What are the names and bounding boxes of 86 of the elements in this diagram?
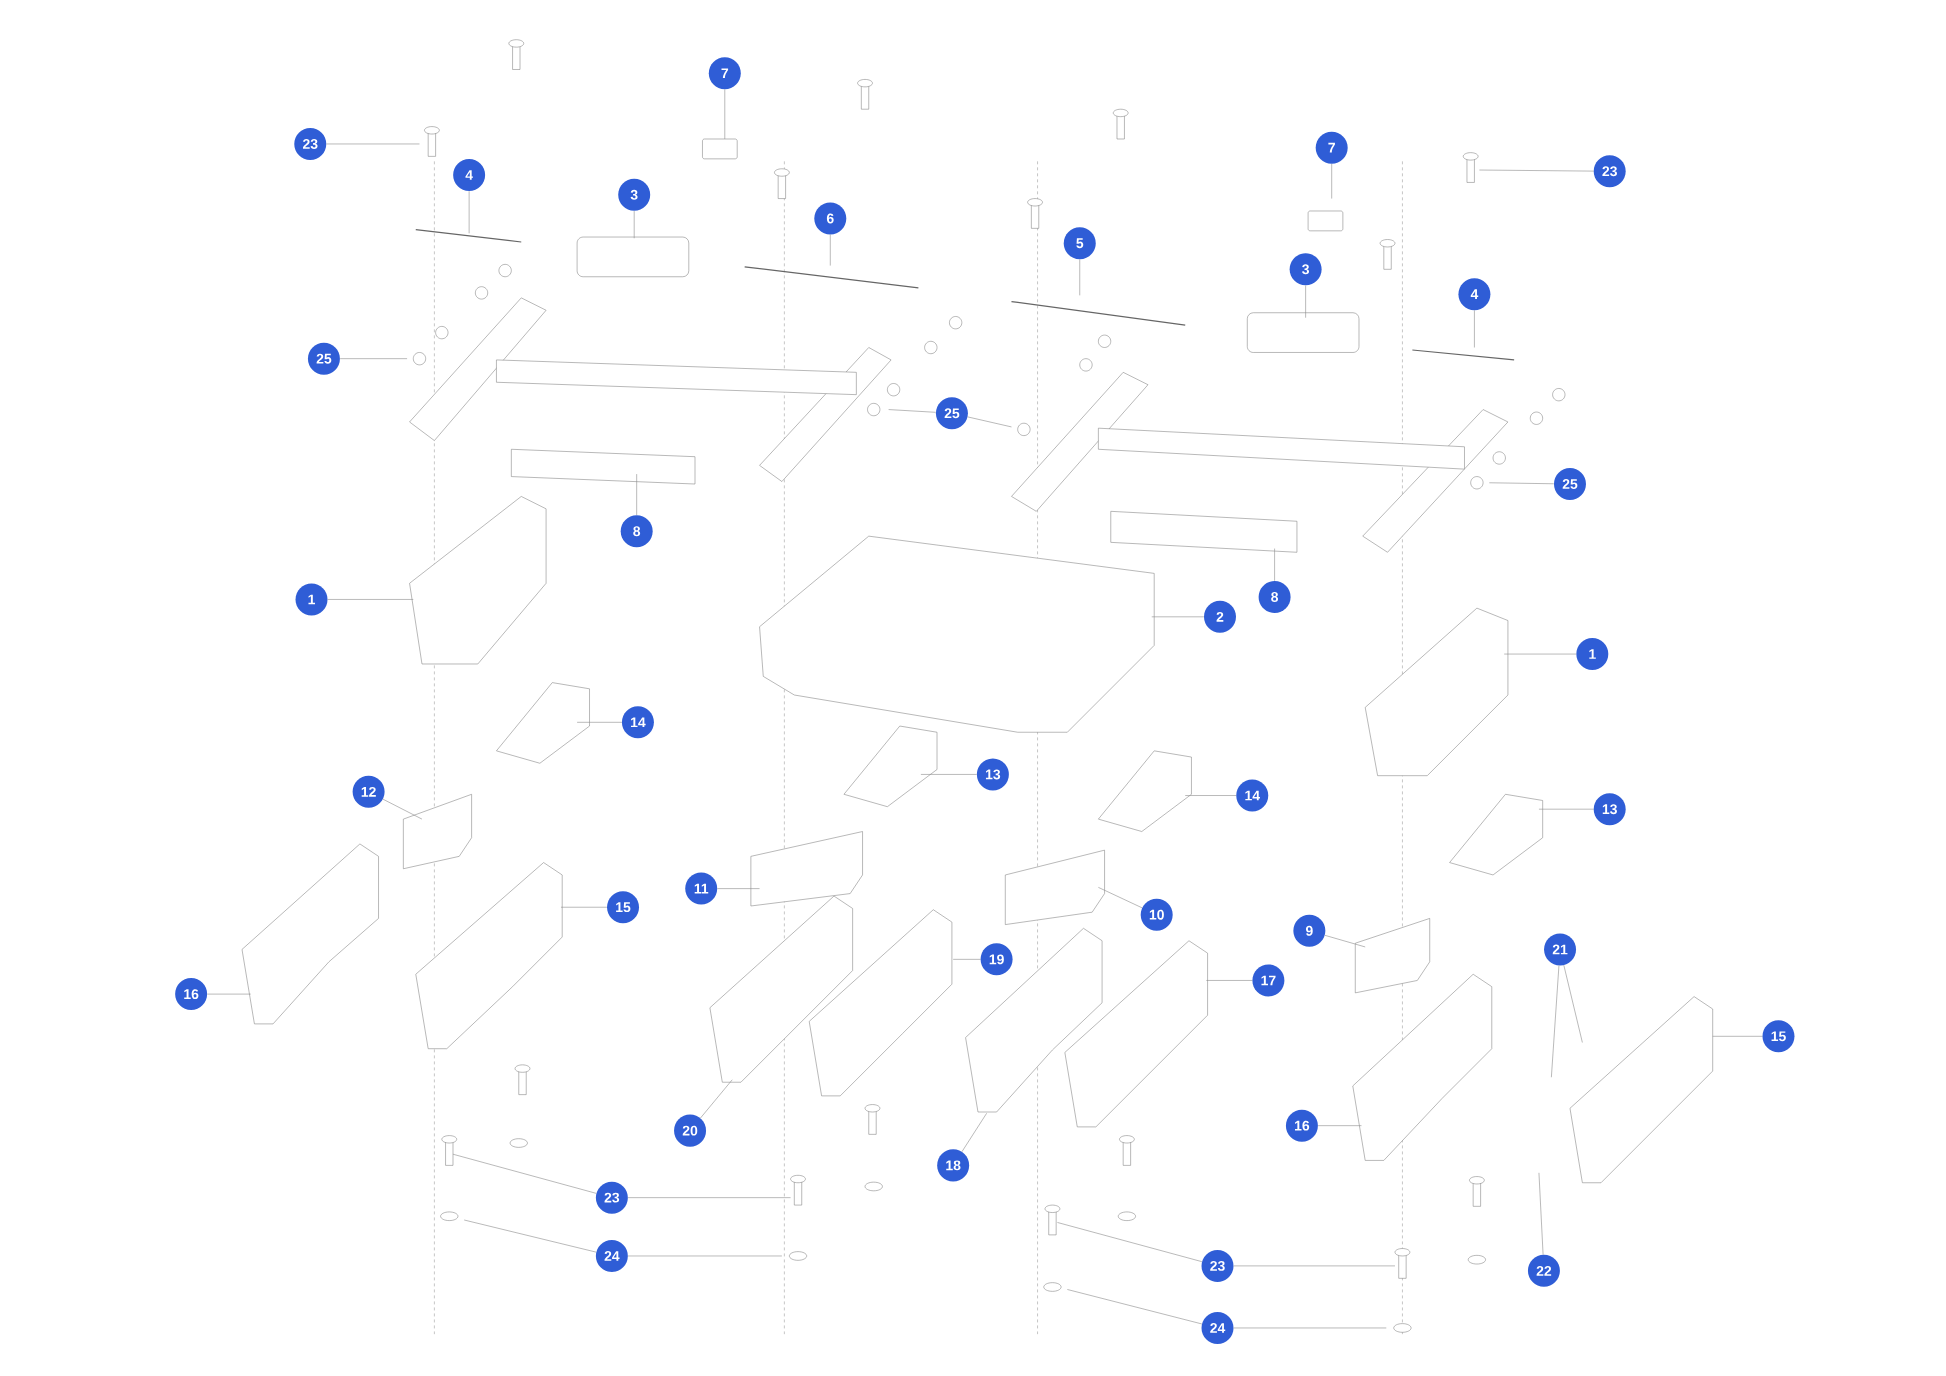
- leader-line: [452, 1153, 597, 1194]
- callout-number: 11: [685, 872, 718, 905]
- callout-number: 24: [1201, 1311, 1234, 1344]
- callout-number: 13: [1593, 793, 1626, 825]
- leader-line: [830, 234, 831, 266]
- leader-line: [576, 721, 622, 723]
- callout-number: 18: [937, 1149, 970, 1182]
- leader-line: [468, 190, 470, 234]
- leader-line: [1206, 980, 1253, 981]
- callout-number: 7: [708, 57, 741, 90]
- callout-number: 5: [1063, 227, 1096, 260]
- callout-number: 15: [1762, 1020, 1795, 1053]
- callout-number: 6: [814, 202, 847, 235]
- callout-number: 12: [352, 775, 385, 808]
- callout-number: 15: [607, 891, 640, 924]
- leader-line: [1079, 258, 1081, 296]
- callout-number: 8: [1258, 580, 1291, 613]
- callout-number: 17: [1252, 964, 1285, 997]
- callout-number: 23: [1593, 155, 1626, 188]
- leader-line: [1538, 1172, 1544, 1255]
- leader-line: [326, 143, 420, 145]
- leader-line: [1274, 548, 1275, 581]
- callout-number: 4: [1458, 277, 1491, 310]
- leader-line: [382, 798, 423, 820]
- leader-line: [1331, 163, 1332, 199]
- leader-line: [207, 993, 251, 995]
- callout-number: 25: [935, 397, 968, 430]
- callout-number: 22: [1527, 1254, 1560, 1287]
- callout-number: 2: [1204, 600, 1236, 633]
- callout-number: 14: [1236, 779, 1269, 812]
- callout-number: 7: [1315, 131, 1348, 164]
- leader-line: [636, 473, 637, 516]
- leader-line: [627, 1197, 791, 1198]
- leader-line: [1563, 964, 1583, 1043]
- leader-line: [1479, 169, 1594, 172]
- callout-number: 19: [980, 943, 1013, 976]
- callout-number: 9: [1293, 914, 1326, 947]
- callout-number: 13: [976, 758, 1009, 791]
- leader-line: [1712, 1035, 1763, 1037]
- leader-line: [633, 210, 635, 239]
- callout-number: 1: [295, 583, 328, 616]
- callout-number: 23: [294, 127, 327, 160]
- leader-line: [1551, 965, 1560, 1078]
- leader-line: [1305, 285, 1306, 318]
- leader-line: [961, 1112, 987, 1152]
- callout-number: 1: [1576, 637, 1609, 670]
- leader-line: [1067, 1289, 1203, 1325]
- leader-line: [952, 958, 981, 960]
- leader-line: [888, 409, 937, 413]
- leader-line: [920, 773, 977, 775]
- callout-number: 23: [595, 1181, 628, 1214]
- leader-line: [1057, 1222, 1203, 1262]
- leader-line: [1474, 309, 1475, 348]
- leader-line: [627, 1255, 783, 1257]
- leader-line: [700, 1079, 733, 1119]
- callout-number: 21: [1544, 933, 1577, 966]
- callout-number: 24: [595, 1239, 628, 1272]
- leader-line: [1233, 1327, 1387, 1329]
- leader-line: [1151, 616, 1205, 617]
- callout-number: 20: [674, 1114, 707, 1147]
- leader-line: [327, 598, 414, 600]
- callout-number: 14: [621, 706, 654, 739]
- callout-number: 3: [618, 178, 651, 211]
- callout-number: 10: [1140, 898, 1173, 931]
- leader-line: [967, 416, 1012, 428]
- callout-number: 4: [453, 158, 486, 191]
- leader-line: [339, 358, 408, 359]
- leader-line: [1538, 808, 1594, 810]
- callout-number: 8: [620, 515, 653, 547]
- callout-number: 25: [1554, 467, 1586, 500]
- leader-line: [1317, 1125, 1362, 1126]
- callout-number: 25: [307, 342, 340, 375]
- callout-number: 3: [1289, 253, 1322, 286]
- leader-line: [724, 88, 726, 140]
- leader-line: [1184, 795, 1237, 796]
- leader-line: [1503, 653, 1577, 655]
- leader-line: [1489, 482, 1555, 484]
- callout-number: 16: [1285, 1109, 1318, 1142]
- leader-line: [1233, 1265, 1396, 1267]
- callout-number: 23: [1201, 1249, 1234, 1282]
- leader-line: [463, 1219, 597, 1253]
- leader-line: [560, 906, 608, 908]
- leader-line: [717, 888, 760, 889]
- leader-line: [1324, 934, 1366, 948]
- leader-line: [1098, 886, 1143, 908]
- callout-number: 16: [175, 977, 208, 1010]
